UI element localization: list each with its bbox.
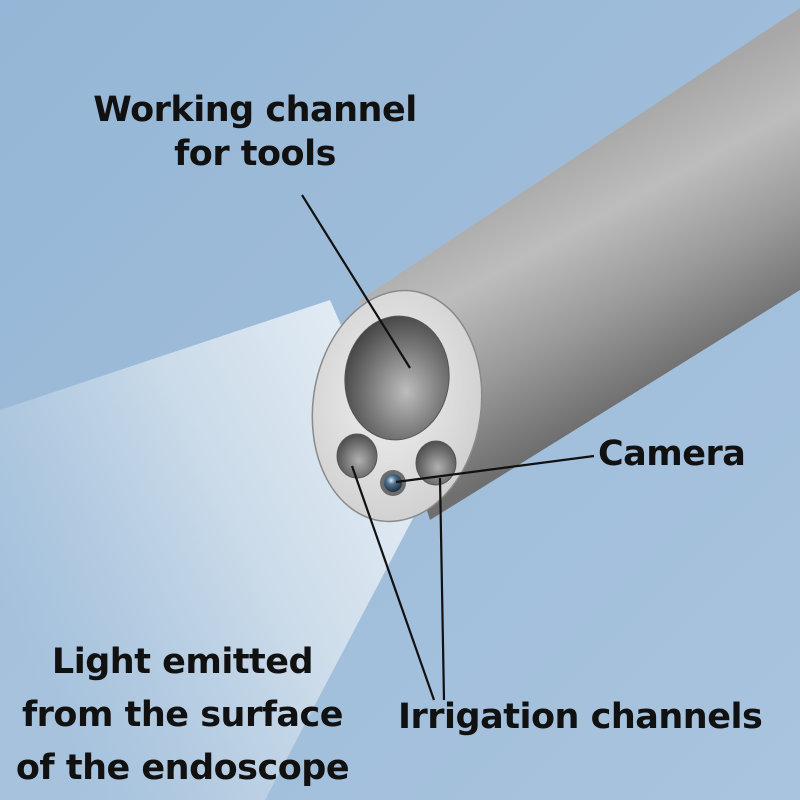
irrigation-channel-left [336, 433, 378, 479]
label-light-emitted-line-3: of the endoscope [15, 748, 350, 788]
label-working-channel: Working channel for tools [70, 88, 440, 176]
label-light-emitted-line-2: from the surface [21, 695, 344, 735]
working-channel-opening [344, 315, 450, 441]
label-irrigation-channels: Irrigation channels [398, 697, 763, 737]
label-camera: Camera [598, 434, 746, 474]
label-light-emitted-line-1: Light emitted [51, 642, 314, 682]
leader-irrigation-left [350, 465, 436, 701]
leader-camera [395, 454, 595, 484]
label-working-channel-line-2: for tools [174, 134, 336, 174]
leader-lines [301, 194, 595, 701]
leader-working-channel [301, 194, 411, 369]
irrigation-channel-right [415, 440, 457, 486]
leader-irrigation-right [438, 477, 446, 701]
camera-lens [384, 474, 402, 492]
label-light-emitted: Light emitted from the surface of the en… [5, 636, 360, 795]
label-working-channel-line-1: Working channel [93, 90, 417, 130]
